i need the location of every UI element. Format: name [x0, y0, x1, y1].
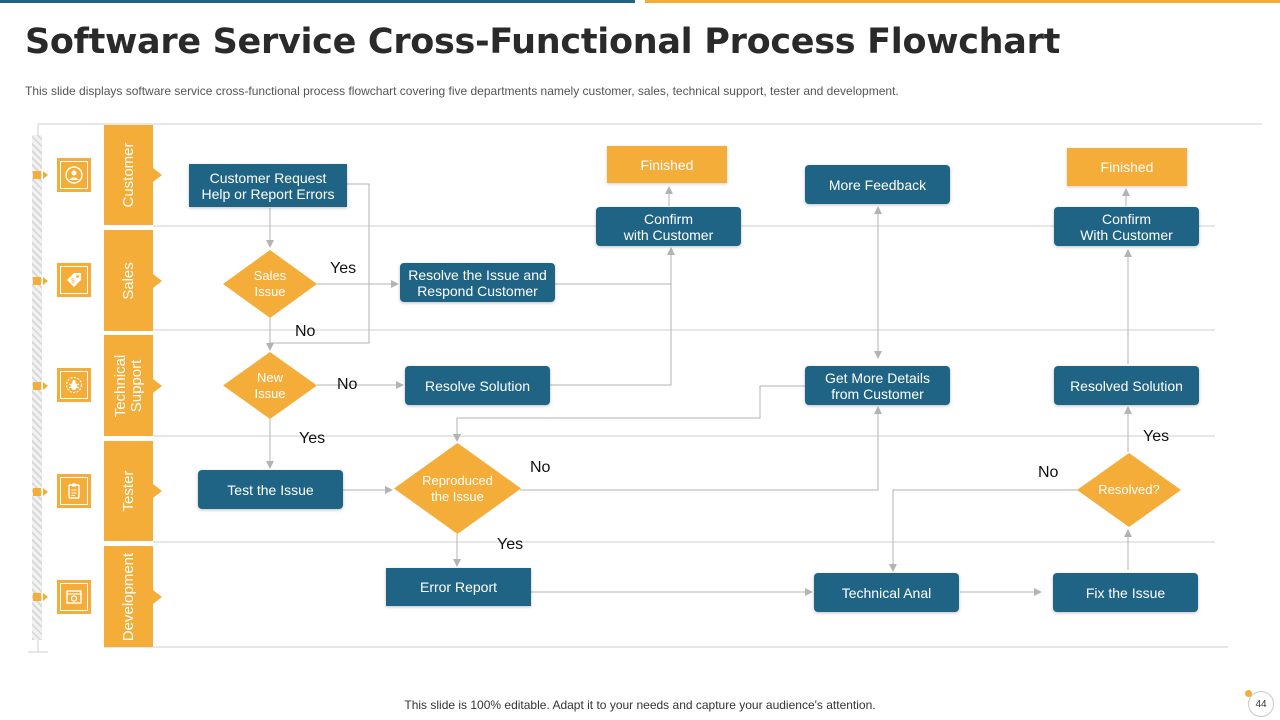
- top-accent-bar-blue: [0, 0, 635, 3]
- lane-tester: Tester: [104, 441, 162, 541]
- node-resolved-decision[interactable]: Resolved?: [1077, 453, 1181, 527]
- page-number-badge: 44: [1248, 691, 1274, 717]
- node-resolved-solution[interactable]: Resolved Solution: [1054, 366, 1199, 405]
- lane-marker: [33, 171, 48, 179]
- clipboard-icon: [57, 474, 91, 508]
- edge-label-sales-yes: Yes: [330, 260, 357, 277]
- node-customer-request[interactable]: Customer Request Help or Report Errors: [189, 164, 347, 207]
- lane-label: Tester: [120, 470, 137, 512]
- page-subtitle: This slide displays software service cro…: [25, 84, 899, 98]
- node-confirm-with-customer-2[interactable]: Confirm With Customer: [1054, 207, 1199, 246]
- node-fix-the-issue[interactable]: Fix the Issue: [1053, 573, 1198, 612]
- node-error-report[interactable]: Error Report: [386, 568, 531, 606]
- page-badge-dot: [1245, 690, 1252, 697]
- edge-label-new-yes: Yes: [299, 430, 326, 447]
- edge-label-reproduced-yes: Yes: [497, 536, 524, 553]
- edge-label-new-no: No: [337, 376, 358, 393]
- node-finished-1[interactable]: Finished: [607, 146, 727, 183]
- lane-development: Development: [104, 546, 162, 647]
- lane-label: Development: [120, 552, 137, 641]
- node-test-the-issue[interactable]: Test the Issue: [198, 470, 343, 509]
- lane-label: Customer: [120, 142, 137, 208]
- lane-marker: [33, 277, 48, 285]
- edge-label-reproduced-no: No: [530, 459, 551, 476]
- page-title: Software Service Cross-Functional Proces…: [25, 22, 1061, 62]
- code-window-icon: [57, 580, 91, 614]
- lane-marker: [33, 488, 48, 496]
- node-technical-anal[interactable]: Technical Anal: [814, 573, 959, 612]
- lane-technical-support: Technical Support: [104, 335, 162, 436]
- edge-label-sales-no: No: [295, 323, 316, 340]
- node-new-issue[interactable]: New Issue: [223, 352, 317, 419]
- lane-marker: [33, 382, 48, 390]
- node-confirm-with-customer-1[interactable]: Confirm with Customer: [596, 207, 741, 246]
- node-finished-2[interactable]: Finished: [1067, 148, 1187, 186]
- node-more-feedback[interactable]: More Feedback: [805, 165, 950, 204]
- lane-customer: Customer: [104, 125, 162, 225]
- customer-icon: [57, 158, 91, 192]
- lane-label: Sales: [120, 261, 137, 300]
- lane-sales: Sales: [104, 230, 162, 331]
- node-sales-issue[interactable]: Sales Issue: [223, 250, 317, 318]
- node-reproduced-the-issue[interactable]: Reproduced the Issue: [394, 443, 521, 534]
- edge-label-resolved-no: No: [1038, 464, 1059, 481]
- bug-icon: [57, 368, 91, 402]
- lane-label: Technical Support: [112, 354, 145, 417]
- node-get-more-details[interactable]: Get More Details from Customer: [805, 366, 950, 405]
- price-tag-icon: $: [57, 263, 91, 297]
- edge-label-resolved-yes: Yes: [1143, 428, 1170, 445]
- top-accent-bar-orange: [645, 0, 1280, 3]
- lane-marker: [33, 593, 48, 601]
- node-resolve-and-respond[interactable]: Resolve the Issue and Respond Customer: [400, 263, 555, 302]
- node-resolve-solution[interactable]: Resolve Solution: [405, 366, 550, 405]
- svg-text:$: $: [71, 277, 75, 285]
- footer-note: This slide is 100% editable. Adapt it to…: [404, 698, 876, 712]
